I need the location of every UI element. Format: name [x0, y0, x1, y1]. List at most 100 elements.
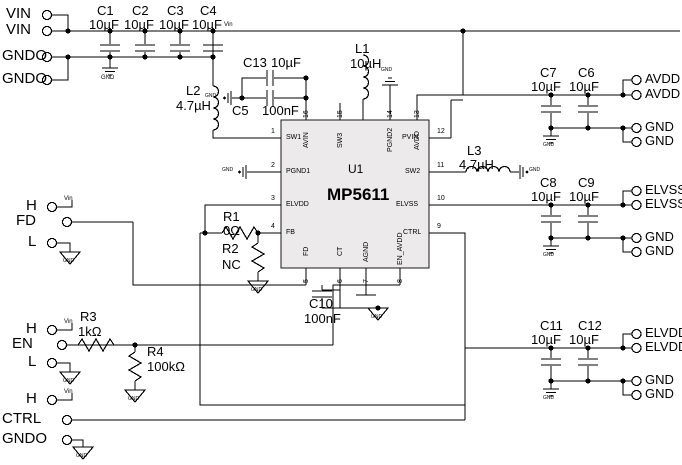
component-value-c6: 10µF	[569, 79, 599, 94]
gnd-symbol-label-ctrl: GND	[76, 453, 88, 459]
terminal-label-gnd-elvdd-2: GND	[645, 386, 674, 401]
terminal-label-avdd-1: AVDD	[645, 71, 681, 86]
chip-pin-number-7: 7	[363, 279, 370, 283]
terminal-label-gnd-1: GNDO	[2, 47, 47, 64]
terminal-label-elvss-1: ELVSS	[645, 182, 682, 197]
component-value-c12: 10µF	[569, 332, 599, 347]
component-value-r4: 100kΩ	[147, 359, 185, 374]
component-ref-c6: C6	[578, 65, 595, 80]
component-value-c7: 10µF	[531, 79, 561, 94]
component-ref-c11: C11	[540, 318, 563, 333]
terminal-label-gnd-2: GNDO	[2, 70, 47, 87]
chip-pin-name-en-avdd: EN_AVDD	[397, 232, 404, 265]
component-ref-c10: C10	[309, 296, 333, 311]
component-value-c5: 100nF	[262, 103, 299, 118]
terminal-label-elvdd-1: ELVDD	[645, 325, 682, 340]
terminal-label-h-fd: H	[26, 197, 37, 214]
net-label-vin-rail: Vin	[224, 22, 233, 28]
component-value-r3: 1kΩ	[78, 324, 102, 339]
chip-pin-name-elvss: ELVSS	[396, 201, 419, 208]
component-value-c10: 100nF	[304, 311, 341, 326]
terminal-label-gnd-elvss-2: GND	[645, 243, 674, 258]
component-ref-c4: C4	[200, 3, 217, 18]
chip-pin-name-elvdd: ELVDD	[286, 201, 309, 208]
component-ref-c9: C9	[578, 175, 595, 190]
gnd-symbol-label-c1: GND	[101, 75, 115, 81]
terminal-label-avdd-2: AVDD	[645, 86, 681, 101]
chip-pin-number-2: 2	[271, 162, 275, 169]
chip-ref-designator: U1	[348, 162, 364, 176]
gnd-symbol-label-avdd: GND	[543, 142, 555, 148]
gnd-symbol-label-en: GND	[63, 378, 75, 384]
chip-pin-number-11: 11	[437, 162, 445, 169]
terminal-label-en: EN	[12, 335, 33, 352]
chip-pin-name-sw2: SW2	[405, 168, 421, 175]
net-label-vin-h-en: Vin	[64, 319, 73, 325]
chip-pin-name-fd: FD	[303, 246, 310, 256]
gnd-symbol-label-r4: GND	[128, 396, 140, 402]
component-value-c4: 10µF	[192, 17, 222, 32]
chip-pin-name-sw1: SW1	[286, 134, 302, 141]
gnd-symbol-label-l3: GND	[529, 167, 541, 173]
terminal-label-elvss-2: ELVSS	[645, 196, 682, 211]
gnd-symbol-label-fd: GND	[63, 258, 75, 264]
component-ref-c8: C8	[540, 175, 557, 190]
component-ref-c5: C5	[232, 103, 249, 118]
gnd-symbol-label-r2: GND	[251, 287, 263, 293]
chip-pin-name-fb: FB	[286, 229, 295, 236]
gnd-symbol-label-c5: GND	[205, 93, 217, 99]
terminal-label-gnd-elvdd-1: GND	[645, 372, 674, 387]
component-ref-r1: R1	[223, 209, 240, 224]
chip-pin-number-12: 12	[437, 128, 445, 135]
component-value-l1: 10µH	[350, 56, 382, 71]
terminal-label-vin-2: VIN	[6, 21, 32, 38]
gnd-symbol-label-elvss: GND	[543, 252, 555, 258]
terminal-label-l-en: L	[28, 353, 37, 370]
chip-pin-name-agnd: AGND	[363, 241, 370, 262]
component-ref-c12: C12	[578, 318, 602, 333]
chip-part-number: MP5611	[327, 185, 390, 204]
terminal-label-fd: FD	[16, 212, 36, 229]
component-value-c1: 10µF	[89, 17, 119, 32]
net-label-vin-h-ctrl: Vin	[64, 389, 73, 395]
chip-pin-name-pgnd2: PGND2	[387, 127, 394, 152]
component-ref-r3: R3	[80, 309, 97, 324]
terminal-label-h-en: H	[26, 320, 37, 337]
chip-pin-number-4: 4	[271, 223, 275, 230]
component-value-r1: 0Ω	[223, 223, 240, 238]
component-value-l2: 4.7µH	[176, 98, 211, 113]
component-value-c3: 10µF	[159, 17, 189, 32]
component-value-l3: 4.7µH	[459, 157, 494, 172]
terminal-label-gnd-avdd-2: GND	[645, 133, 674, 148]
chip-pin-number-3: 3	[271, 195, 275, 202]
component-value-r2: NC	[222, 257, 241, 272]
chip-pin-number-8: 8	[397, 279, 404, 283]
component-ref-c2: C2	[132, 3, 149, 18]
gnd-symbol-label-pgnd1: GND	[222, 167, 234, 173]
chip-pin-number-10: 10	[437, 195, 445, 202]
component-value-c2: 10µF	[124, 17, 154, 32]
gnd-symbol-label-agnd: GND	[371, 314, 383, 320]
component-value-c11: 10µF	[531, 332, 561, 347]
component-value-c8: 10µF	[531, 189, 561, 204]
chip-pin-name-pvin: PVIN	[402, 134, 419, 141]
terminal-label-gnd-elvss-1: GND	[645, 229, 674, 244]
component-value-c13: 10µF	[271, 55, 301, 70]
chip-pin-name-sw3: SW3	[337, 132, 344, 148]
chip-pin-name-avin: AVIN	[303, 132, 310, 148]
component-value-c9: 10µF	[569, 189, 599, 204]
net-label-vin-h-fd: Vin	[64, 196, 73, 202]
terminal-label-h-ctrl: H	[26, 390, 37, 407]
terminal-label-vin-1: VIN	[6, 5, 32, 22]
component-ref-c1: C1	[97, 3, 114, 18]
chip-pin-number-14: 14	[387, 110, 394, 118]
chip-pin-name-ctrl: CTRL	[403, 229, 422, 236]
chip-pin-number-16: 16	[303, 110, 310, 118]
chip-pin-number-15: 15	[337, 110, 344, 118]
component-ref-r2: R2	[222, 241, 239, 256]
terminal-label-gnd-avdd-1: GND	[645, 119, 674, 134]
chip-pin-number-5: 5	[303, 279, 310, 283]
terminal-label-l-fd: L	[28, 233, 37, 250]
